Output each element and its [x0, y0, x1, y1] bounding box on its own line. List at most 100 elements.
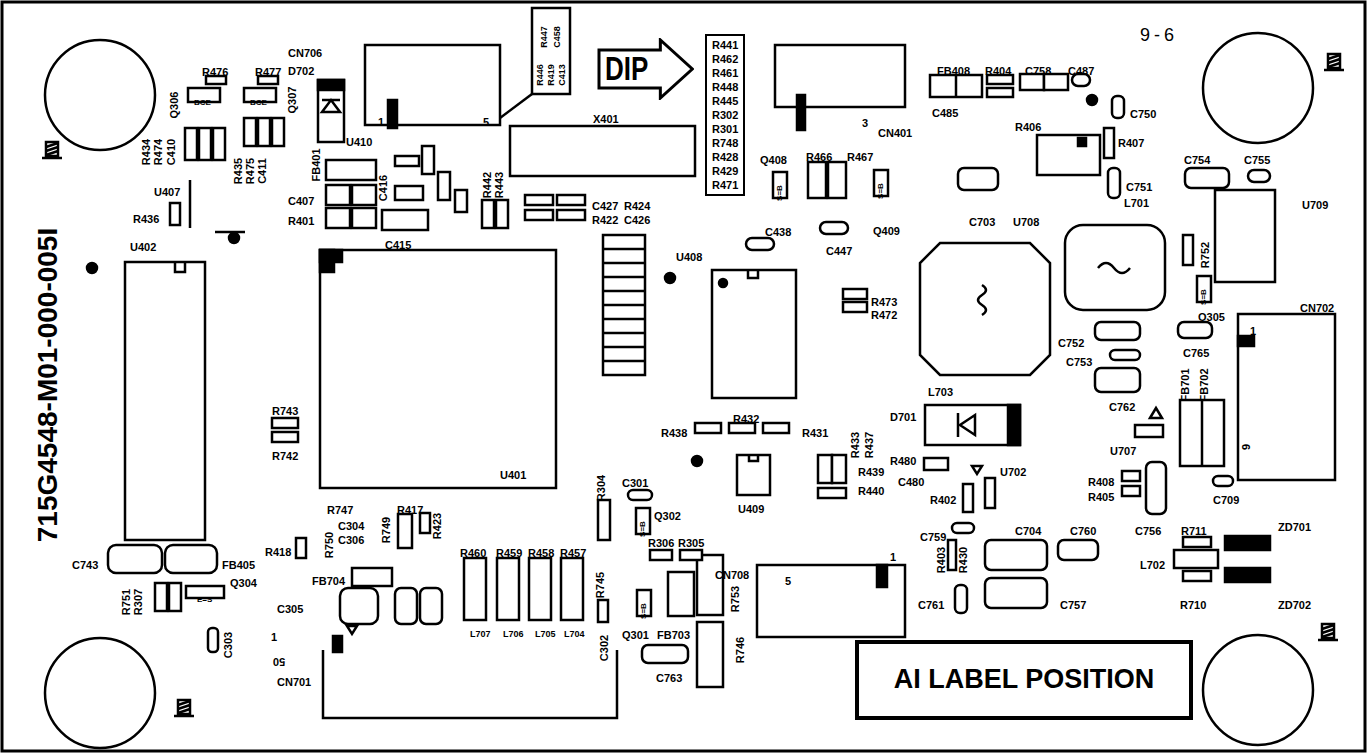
part-designator: R751 [121, 589, 132, 615]
part-designator: C407 [288, 196, 314, 207]
component-pad [326, 160, 376, 180]
part-designator: R474 [153, 139, 164, 165]
part-designator: R742 [272, 451, 298, 462]
part-designator: R419 [547, 64, 556, 86]
resistor-pad [598, 500, 610, 540]
capacitor-pad [1178, 322, 1212, 338]
part-designator: Q305 [1198, 312, 1225, 323]
part-designator: R443 [494, 172, 505, 198]
part-designator: R441 [712, 38, 738, 52]
part-designator: U702 [1000, 467, 1026, 478]
ferrite-pad [1201, 400, 1204, 466]
part-designator: R752 [1200, 242, 1211, 268]
ic-outline [125, 262, 205, 540]
part-designator: R442 [482, 172, 493, 198]
resistor-pad [697, 622, 723, 687]
diode-symbol [322, 100, 340, 112]
part-designator: C756 [1135, 526, 1161, 537]
resistor-pad [832, 455, 846, 483]
capacitor-pad [1110, 350, 1140, 360]
capacitor-pad [1213, 476, 1233, 486]
resistor-pad [843, 289, 867, 299]
part-designator: C413 [558, 64, 567, 86]
resistor-pad [818, 455, 832, 483]
part-designator: C458 [553, 26, 562, 48]
pin1-marker [1238, 336, 1254, 346]
inductor-pad [497, 558, 519, 620]
part-designator: R437 [864, 432, 875, 458]
part-designator: R448 [712, 80, 738, 94]
part-designator: C304 [338, 521, 364, 532]
part-designator: R305 [678, 538, 704, 549]
connector-outline [775, 45, 905, 107]
part-designator: R457 [560, 548, 586, 559]
pin-marking: S=B [776, 185, 784, 201]
resistor-pad [948, 540, 956, 570]
part-designator: C438 [765, 227, 791, 238]
part-designator: R749 [381, 517, 392, 543]
pin-marking: S=B [877, 183, 885, 199]
pin1-dot [692, 456, 702, 466]
part-designator: CN401 [878, 128, 912, 139]
resistor-pad [695, 423, 721, 433]
screw-symbol [1324, 54, 1344, 70]
part-designator: R439 [858, 467, 884, 478]
part-designator: CN708 [715, 570, 749, 581]
component-pad [326, 208, 350, 228]
part-designator: R301 [712, 122, 738, 136]
capacitor-pad [952, 523, 974, 533]
mounting-hole [1203, 635, 1313, 745]
part-designator: C427 [592, 201, 618, 212]
part-designator: R472 [871, 310, 897, 321]
capacitor-pad [985, 540, 1047, 570]
resistor-pad [729, 423, 755, 433]
pin-number: 5 [785, 576, 791, 587]
ferrite-pad [352, 568, 392, 586]
pin-number: 3 [862, 118, 868, 129]
part-designator: C755 [1244, 155, 1270, 166]
inductor-pad [561, 558, 583, 620]
part-designator: L702 [1140, 560, 1165, 571]
resistor-pad [398, 514, 412, 548]
part-designator: R435 [233, 158, 244, 184]
capacitor-pad [1248, 170, 1270, 182]
part-designator: R445 [712, 94, 738, 108]
part-designator: L706 [503, 630, 524, 639]
capacitor-pad [108, 545, 162, 573]
part-designator: C761 [918, 600, 944, 611]
pin1-marker [333, 636, 342, 652]
part-designator: C411 [257, 158, 268, 184]
ic-outline [1215, 190, 1275, 282]
part-designator: C703 [969, 217, 995, 228]
part-designator: R440 [858, 486, 884, 497]
part-designator: C426 [624, 215, 650, 226]
part-designator: C302 [599, 635, 610, 661]
part-designator: L707 [470, 630, 491, 639]
part-designator: R433 [850, 432, 861, 458]
resistor-pad [1122, 486, 1140, 496]
part-designator: R418 [265, 547, 291, 558]
resistor-pad [843, 302, 867, 312]
part-designator: R477 [255, 67, 281, 78]
pin1-marker [388, 100, 397, 128]
part-designator: C485 [932, 108, 958, 119]
part-designator: U409 [738, 504, 764, 515]
component-pad [258, 118, 270, 146]
screw-symbol [1318, 624, 1338, 640]
part-designator: U408 [676, 252, 702, 263]
resistor-pad [496, 200, 508, 228]
connector-outline [1238, 314, 1335, 480]
ferrite-pad [1180, 400, 1224, 466]
pin-number: 1 [378, 117, 384, 128]
resistor-array [603, 235, 645, 375]
part-designator: Q302 [654, 511, 681, 522]
part-designator: R407 [1118, 138, 1144, 149]
capacitor-pad [1095, 368, 1140, 392]
part-designator: C758 [1025, 66, 1051, 77]
pin1-dot [1087, 95, 1097, 105]
resistor-pad [272, 432, 298, 442]
page-number: 9-6 [1140, 26, 1178, 44]
part-designator: R438 [661, 428, 687, 439]
